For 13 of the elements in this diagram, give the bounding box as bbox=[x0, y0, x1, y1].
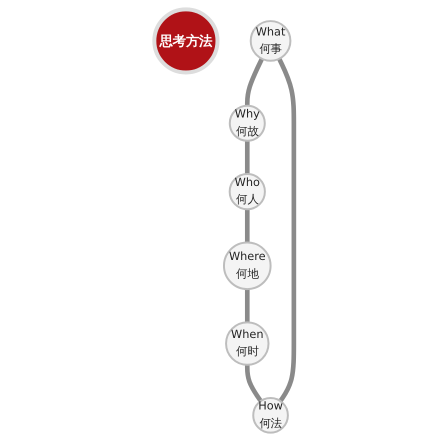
node-circle: Where 何地 bbox=[222, 241, 272, 290]
connector bbox=[244, 364, 263, 402]
node-circle: Why 何故 bbox=[228, 104, 266, 142]
node-circle: How 何法 bbox=[252, 397, 289, 434]
node-circle: What 何事 bbox=[250, 20, 292, 62]
node-circle: When 何时 bbox=[224, 321, 270, 366]
connector bbox=[244, 140, 250, 174]
node-circle: 思考方法 bbox=[152, 7, 220, 74]
connector bbox=[277, 58, 296, 402]
connector bbox=[244, 289, 250, 322]
node-circle: Who 何人 bbox=[228, 173, 266, 210]
connector bbox=[244, 209, 250, 242]
connector bbox=[244, 58, 264, 106]
